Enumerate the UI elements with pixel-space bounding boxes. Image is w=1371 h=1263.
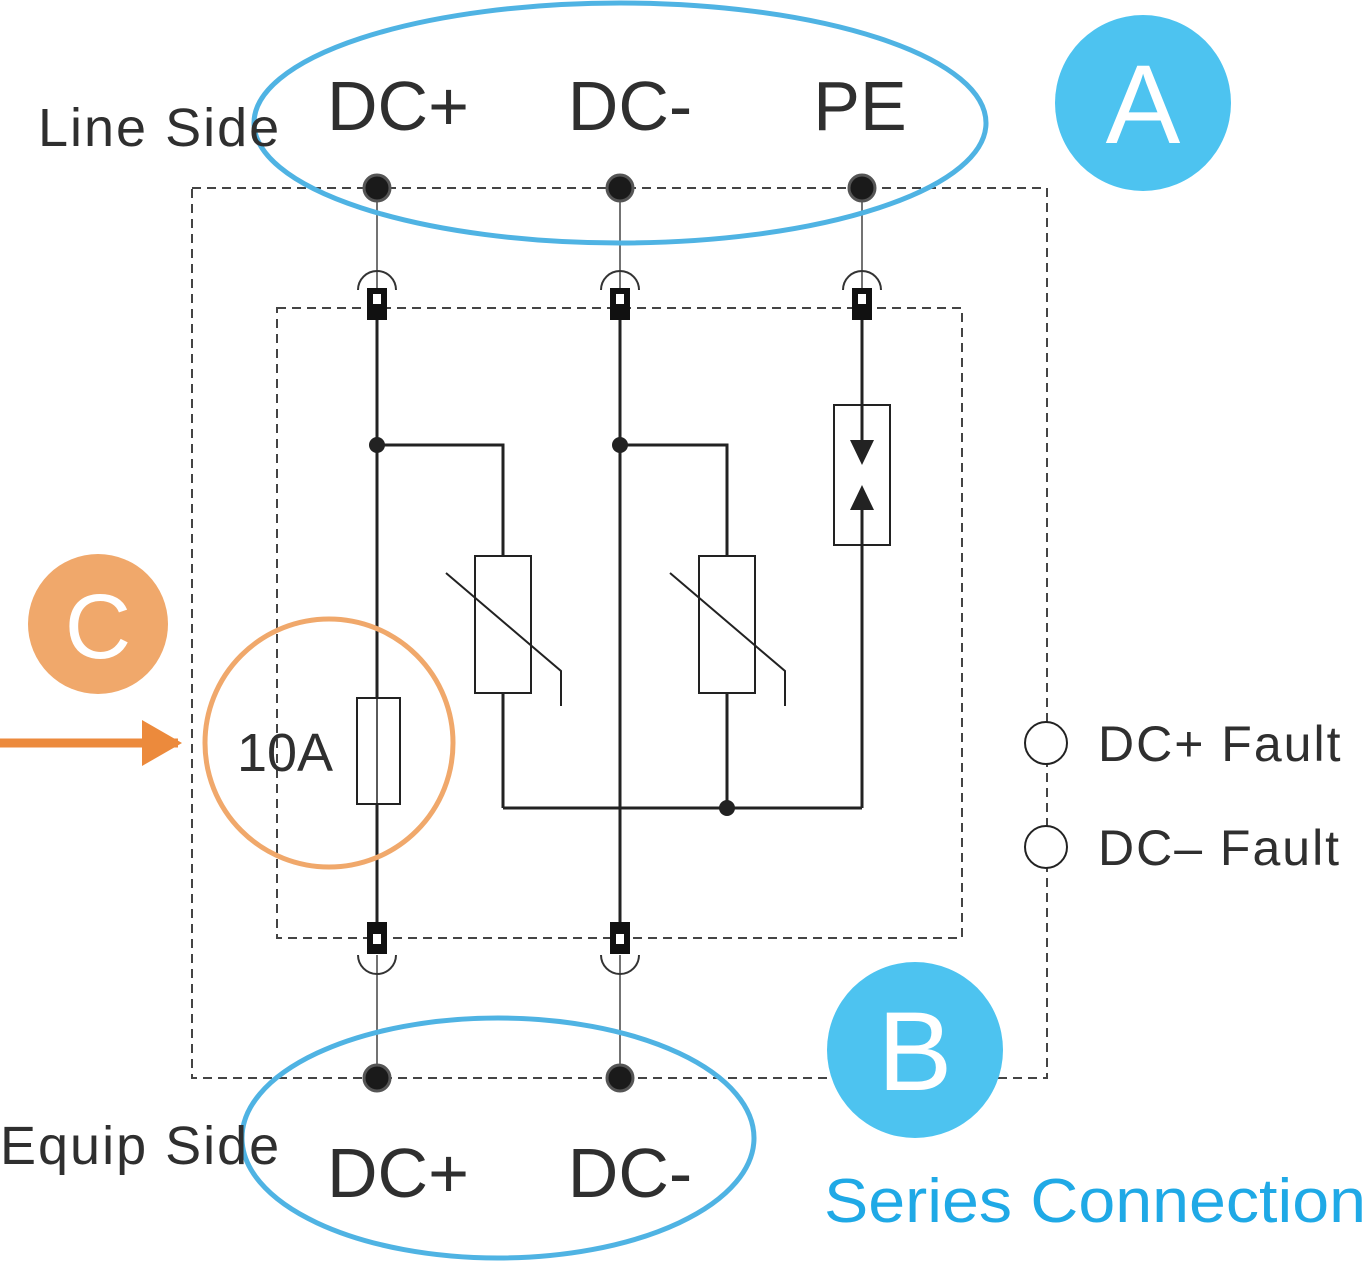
connector-blocks (367, 288, 872, 954)
equip-side-label: Equip Side (0, 1116, 281, 1176)
badge-c-letter: C (65, 576, 131, 678)
terminal-equip-dc-plus (362, 1063, 392, 1093)
line-side-label: Line Side (38, 98, 281, 158)
equip-side-highlight (239, 1015, 757, 1261)
terminal-line-pe (847, 173, 877, 203)
badge-a-letter: A (1106, 42, 1181, 167)
fuse-highlight (202, 616, 456, 870)
line-terminal-pe: PE (813, 67, 906, 145)
varistor-dc-plus (445, 555, 562, 706)
equip-terminal-dc-plus: DC+ (327, 1134, 469, 1212)
fuse-arrow-head (142, 720, 182, 766)
equip-terminal-dc-minus: DC- (568, 1134, 692, 1212)
gas-discharge-tube (833, 404, 891, 546)
terminal-line-dc-minus (605, 173, 635, 203)
line-terminal-dc-plus: DC+ (327, 67, 469, 145)
badge-b-letter: B (878, 989, 953, 1114)
fuse (356, 697, 401, 805)
terminal-equip-dc-minus (605, 1063, 635, 1093)
junction-dots (369, 437, 735, 816)
line-side-highlight (251, 0, 989, 246)
fault-label-dc-plus: DC+ Fault (1098, 716, 1342, 772)
varistor-dc-minus (669, 555, 786, 706)
fault-indicator-dc-plus (1024, 721, 1068, 765)
badge-a (1055, 15, 1231, 191)
fault-label-dc-minus: DC– Fault (1098, 820, 1341, 876)
series-connection-caption: Series Connection (824, 1167, 1366, 1236)
terminal-line-dc-plus (362, 173, 392, 203)
badge-c (28, 554, 168, 694)
plug-arcs (357, 270, 882, 975)
line-terminal-dc-minus: DC- (568, 67, 692, 145)
fuse-rating: 10A (237, 723, 333, 783)
terminals (362, 173, 877, 1093)
main-conductors (375, 320, 864, 922)
fault-indicator-dc-minus (1024, 825, 1068, 869)
badge-b (827, 962, 1003, 1138)
